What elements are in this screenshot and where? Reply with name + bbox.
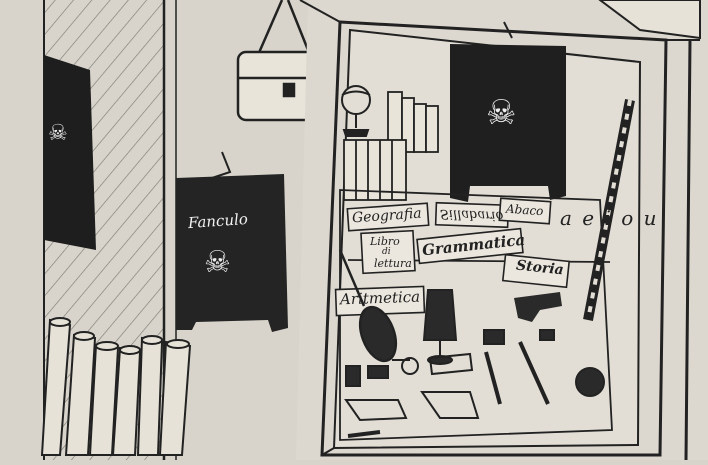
striped-stick xyxy=(583,99,635,321)
label-libro: Libro xyxy=(370,235,400,248)
left-black-shirt: ☠ xyxy=(44,55,96,250)
label-vowels: a e i o u xyxy=(560,206,659,230)
label-sillabario: Sillabario xyxy=(439,205,504,224)
svg-text:☠: ☠ xyxy=(486,93,516,133)
label-abaco: Abaco xyxy=(505,201,544,219)
shirt-text: Fanculo xyxy=(187,209,249,233)
svg-text:☠: ☠ xyxy=(204,245,231,280)
svg-text:☠: ☠ xyxy=(48,121,68,146)
label-lettura: lettura xyxy=(374,257,412,270)
paper-rolls xyxy=(40,317,192,456)
wall-black-shirt: ☠ xyxy=(176,151,288,332)
revolver xyxy=(514,292,562,322)
globe xyxy=(341,85,371,137)
small-weapons xyxy=(344,329,605,438)
spiked-club xyxy=(338,249,398,363)
label-aritmetica: Aritmetica xyxy=(339,287,421,309)
book-shelf xyxy=(343,91,439,201)
window-black-shirt: ☠ xyxy=(450,21,566,202)
label-di: di xyxy=(382,247,391,257)
